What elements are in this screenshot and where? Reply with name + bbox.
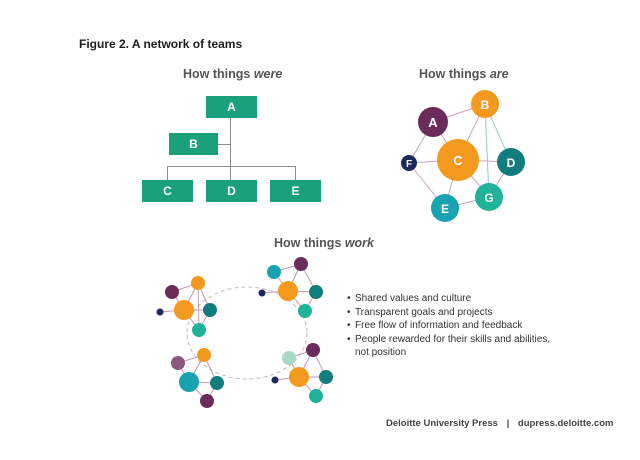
cluster-node <box>289 367 309 387</box>
cluster-node <box>156 308 164 316</box>
team-network-nodes: A B C D E F G <box>401 90 525 222</box>
cluster-top-left-nodes <box>156 276 217 337</box>
node-f-label: F <box>406 159 412 170</box>
cluster-node <box>267 265 281 279</box>
principle-item-continuation: not position <box>355 347 407 358</box>
cluster-node <box>197 348 211 362</box>
cluster-node <box>306 343 320 357</box>
node-c-label: C <box>453 153 463 168</box>
org-box-b: B <box>169 133 218 155</box>
cluster-node <box>165 285 179 299</box>
cluster-node <box>278 281 298 301</box>
node-g-label: G <box>484 191 493 205</box>
node-f <box>401 155 417 171</box>
cluster-bottom-left-nodes <box>171 348 224 408</box>
principle-item: Free flow of information and feedback <box>347 319 550 333</box>
cluster-node <box>210 376 224 390</box>
cluster-node <box>192 323 206 337</box>
figure-title: Figure 2. A network of teams <box>79 37 243 51</box>
principle-item: Shared values and culture <box>347 292 550 306</box>
cluster-node <box>174 300 194 320</box>
panel-title-are-emphasis: are <box>489 67 509 81</box>
org-box-e: E <box>270 180 321 202</box>
node-a <box>418 107 448 137</box>
footer-publisher: Deloitte University Press <box>386 418 498 429</box>
panel-title-are-prefix: How things <box>419 67 490 81</box>
org-connector-to-c <box>167 166 168 180</box>
org-connector-trunk <box>230 118 231 180</box>
panel-title-were-prefix: How things <box>183 67 254 81</box>
cluster-node <box>191 276 205 290</box>
panel-title-were-emphasis: were <box>253 67 283 81</box>
node-a-label: A <box>428 115 438 130</box>
cluster-node <box>258 289 266 297</box>
panel-title-work-prefix: How things <box>274 236 345 250</box>
panel-title-work: How things work <box>274 236 374 250</box>
cluster-node <box>282 351 296 365</box>
panel-title-were: How things were <box>183 67 282 81</box>
node-g <box>475 183 503 211</box>
panel-title-are: How things are <box>419 67 509 81</box>
footer-separator: | <box>506 418 510 429</box>
principle-item: Transparent goals and projects <box>347 306 550 320</box>
footer-credit: Deloitte University Press | dupress.delo… <box>386 418 613 429</box>
node-b-label: B <box>481 98 490 112</box>
org-connector-to-e <box>295 166 296 180</box>
node-d <box>497 148 525 176</box>
cluster-node <box>298 304 312 318</box>
principles-list: Shared values and culture Transparent go… <box>347 292 550 360</box>
org-box-c: C <box>142 180 193 202</box>
cluster-node <box>309 389 323 403</box>
cluster-top-right-nodes <box>258 257 323 318</box>
work-ellipse <box>186 286 308 380</box>
node-c <box>437 139 479 181</box>
org-connector-horizontal <box>167 166 296 167</box>
org-connector-to-b <box>218 144 231 145</box>
cluster-bottom-right-nodes <box>271 343 333 403</box>
cluster-node <box>294 257 308 271</box>
org-box-d: D <box>206 180 257 202</box>
cluster-node <box>200 394 214 408</box>
principle-item: People rewarded for their skills and abi… <box>347 333 550 347</box>
cluster-node <box>171 356 185 370</box>
node-b <box>471 90 499 118</box>
cluster-node <box>179 372 199 392</box>
cluster-node <box>319 370 333 384</box>
cluster-node <box>309 285 323 299</box>
edge-b-g <box>484 103 490 198</box>
cluster-node <box>271 376 279 384</box>
org-box-a: A <box>206 96 257 118</box>
node-e <box>431 194 459 222</box>
panel-title-work-emphasis: work <box>344 236 375 250</box>
node-e-label: E <box>441 202 449 216</box>
node-d-label: D <box>507 156 516 170</box>
cluster-node <box>203 303 217 317</box>
footer-site[interactable]: dupress.deloitte.com <box>517 418 614 429</box>
